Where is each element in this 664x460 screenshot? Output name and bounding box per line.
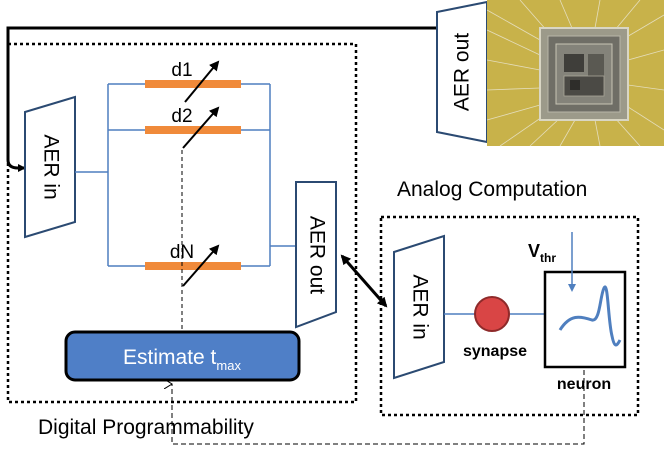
delay-bar-d1 (145, 80, 241, 88)
neuron-feedback-dashed-line (172, 370, 585, 445)
svg-text:Vthr: Vthr (528, 241, 556, 265)
svg-text:Estimate tmax: Estimate tmax (123, 346, 241, 373)
analog-block-border (379, 215, 640, 417)
synapse-circle (474, 296, 510, 332)
right-aer-in-block: AER in (393, 234, 445, 380)
vthr-subscript: thr (540, 251, 556, 265)
left-aer-out-block: AER out (295, 181, 337, 329)
bidirectional-arrow (340, 254, 388, 308)
right-aer-in-label: AER in (408, 274, 431, 339)
variable-arrow-dN (182, 244, 220, 287)
neuron-block (543, 270, 627, 369)
delay-label-d1: d1 (171, 60, 192, 81)
delay-label-d2: d2 (171, 106, 192, 127)
delay-bar-d2 (145, 126, 241, 134)
left-aer-in-label: AER in (39, 134, 62, 199)
neuron-spike-curve (558, 285, 622, 347)
digital-caption: Digital Programmability (38, 416, 254, 439)
delay-label-dN: dN (170, 242, 194, 263)
synapse-label: synapse (463, 343, 527, 360)
left-aer-in-block: AER in (24, 95, 76, 239)
left-aer-out-label: AER out (305, 216, 328, 294)
chip-aer-out-label: AER out (451, 33, 474, 111)
variable-arrow-d1 (184, 60, 220, 103)
estimate-subscript: max (216, 358, 241, 373)
delay-bar-dN (145, 262, 241, 270)
variable-arrow-d2 (182, 106, 220, 149)
estimate-tmax-block: Estimate tmax (64, 330, 301, 382)
neuron-label: neuron (557, 376, 611, 393)
digital-block-border (6, 42, 358, 404)
chip-aer-out-block: AER out (436, 0, 488, 144)
analog-title: Analog Computation (397, 178, 587, 201)
chip-image (486, 0, 664, 147)
feedback-wire (6, 26, 437, 172)
vthr-label: V (528, 241, 540, 261)
estimate-label: Estimate t (123, 346, 217, 369)
